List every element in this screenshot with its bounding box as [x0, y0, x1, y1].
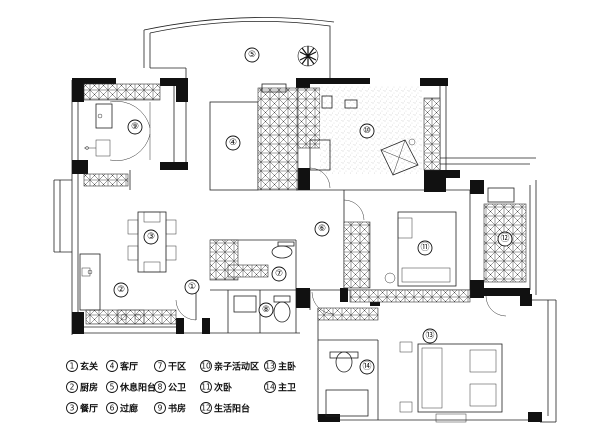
svg-text:⑨: ⑨	[131, 122, 139, 132]
svg-text:书房: 书房	[168, 403, 186, 415]
legend-item: 7 干区	[154, 360, 186, 373]
legend-item: 5 休息阳台	[106, 381, 156, 394]
thin-walls	[53, 17, 557, 423]
svg-text:玄关: 玄关	[80, 361, 98, 373]
svg-text:8: 8	[158, 383, 163, 392]
room-marker-family-activity: ⑩	[359, 123, 375, 139]
svg-text:6: 6	[110, 404, 115, 413]
legend-item: 1 玄关	[66, 360, 98, 373]
svg-text:1: 1	[70, 362, 75, 371]
svg-text:14: 14	[265, 383, 275, 392]
svg-text:9: 9	[158, 404, 163, 413]
room-marker-master-bath: ⑭	[359, 359, 375, 375]
svg-text:餐厅: 餐厅	[79, 403, 98, 415]
svg-text:⑭: ⑭	[362, 361, 371, 372]
svg-text:⑬: ⑬	[425, 330, 434, 341]
legend-item: 2 厨房	[66, 381, 98, 394]
svg-text:⑤: ⑤	[248, 50, 256, 60]
legend-item: 9 书房	[154, 402, 186, 415]
svg-text:5: 5	[110, 383, 115, 392]
svg-text:②: ②	[117, 285, 125, 295]
svg-text:干区: 干区	[168, 362, 186, 373]
svg-text:⑦: ⑦	[275, 269, 283, 279]
svg-text:3: 3	[70, 404, 75, 413]
legend-item: 8 公卫	[154, 381, 186, 394]
room-marker-master-bedroom: ⑬	[422, 328, 438, 344]
svg-text:12: 12	[201, 404, 211, 413]
svg-text:13: 13	[265, 362, 275, 371]
legend-item: 3 餐厅	[66, 402, 98, 415]
svg-text:7: 7	[158, 362, 163, 371]
room-marker-leisure-balcony: ⑤	[244, 47, 260, 63]
svg-text:主卧: 主卧	[278, 361, 296, 373]
legend-item: 10 亲子活动区	[200, 360, 259, 373]
svg-text:主卫: 主卫	[278, 382, 296, 394]
room-marker-service-balcony: ⑫	[497, 231, 513, 247]
svg-text:生活阳台: 生活阳台	[214, 403, 250, 415]
svg-text:11: 11	[201, 383, 211, 392]
svg-text:⑥: ⑥	[318, 224, 326, 234]
legend: 1 玄关 2 厨房 3 餐厅 4 客厅 5 休息阳台 6 过廊 7 干区	[66, 360, 296, 415]
plant-icon	[297, 45, 319, 67]
legend-item: 6 过廊	[106, 402, 138, 415]
svg-text:④: ④	[229, 138, 237, 148]
legend-item: 14 主卫	[264, 381, 296, 394]
svg-text:客厅: 客厅	[119, 361, 138, 373]
svg-text:公卫: 公卫	[168, 383, 186, 394]
svg-text:厨房: 厨房	[80, 382, 98, 394]
svg-text:⑫: ⑫	[500, 233, 509, 244]
svg-text:休息阳台: 休息阳台	[119, 382, 156, 394]
legend-item: 4 客厅	[106, 360, 138, 373]
svg-text:①: ①	[188, 282, 196, 292]
room-marker-kitchen: ②	[113, 282, 129, 298]
svg-text:2: 2	[70, 383, 75, 392]
room-marker-dry-zone: ⑦	[271, 266, 287, 282]
room-marker-corridor: ⑥	[314, 221, 330, 237]
room-marker-entrance: ①	[184, 279, 200, 295]
room-marker-study: ⑨	[127, 119, 143, 135]
svg-text:过廊: 过廊	[120, 403, 138, 415]
svg-text:⑩: ⑩	[363, 126, 371, 136]
legend-item: 12 生活阳台	[200, 402, 250, 415]
room-markers: ① ② ③ ④ ⑤ ⑥ ⑦ ⑧	[113, 47, 513, 375]
svg-text:⑧: ⑧	[262, 305, 270, 315]
room-marker-dining: ③	[143, 229, 159, 245]
room-marker-second-bedroom: ⑪	[417, 240, 433, 256]
legend-item: 11 次卧	[200, 381, 232, 394]
legend-item: 13 主卧	[264, 360, 296, 373]
svg-text:亲子活动区: 亲子活动区	[214, 361, 259, 373]
room-marker-public-bath: ⑧	[258, 302, 274, 318]
svg-text:次卧: 次卧	[214, 382, 232, 394]
svg-text:⑪: ⑪	[420, 242, 429, 253]
room-marker-living: ④	[225, 135, 241, 151]
svg-text:10: 10	[201, 362, 211, 371]
svg-text:4: 4	[110, 362, 115, 371]
svg-text:③: ③	[147, 232, 155, 242]
